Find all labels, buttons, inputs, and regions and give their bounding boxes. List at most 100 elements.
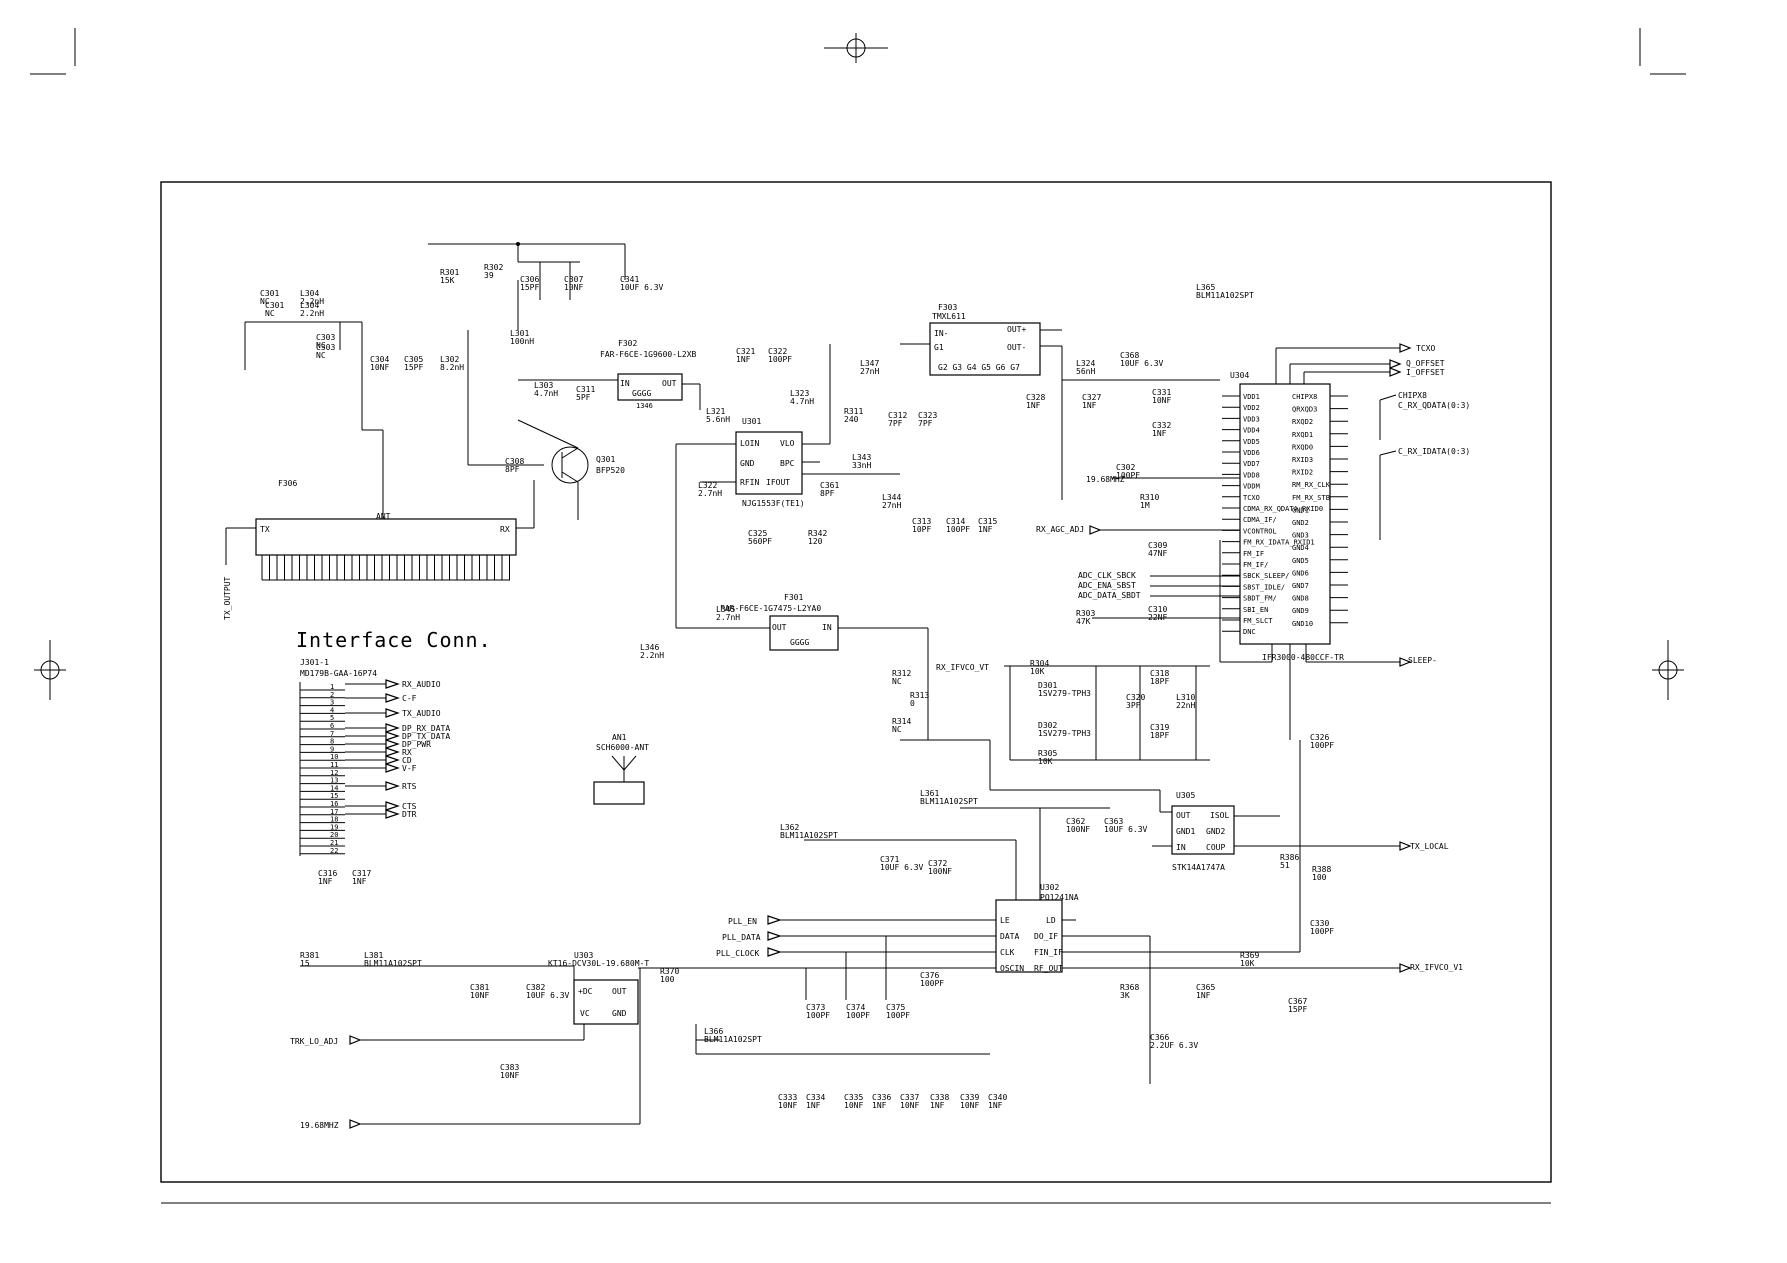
u304-top-nets: TCXO Q_OFFSET I_OFFSET CHIPX8 C_RX_QDATA…	[1275, 343, 1470, 540]
svg-text:2.2nH: 2.2nH	[300, 309, 324, 318]
component-ref: R305	[1038, 749, 1057, 758]
svg-text:BPC: BPC	[780, 459, 795, 468]
component-value: 10UF 6.3V	[526, 991, 570, 1000]
component-ref: L303	[534, 381, 553, 390]
component-ref: C339	[960, 1093, 979, 1102]
component-value: 1NF	[872, 1101, 887, 1110]
component-value: 22NF	[1148, 613, 1167, 622]
j301-pin-number: 19	[330, 823, 338, 831]
u304-left-pin: SBST_IDLE/	[1243, 583, 1285, 591]
j301-pin-number: 18	[330, 816, 338, 824]
j301-pin-number: 14	[330, 784, 338, 792]
j301-pin-number: 11	[330, 761, 338, 769]
component-value: 7PF	[888, 419, 903, 428]
svg-text:U303: U303	[574, 951, 593, 960]
component-value: 100PF	[768, 355, 792, 364]
component-ref: C314	[946, 517, 965, 526]
component-value: 120	[808, 537, 823, 546]
component-ref: L324	[1076, 359, 1095, 368]
component-ref: C309	[1148, 541, 1167, 550]
svg-text:IFR3000-480CCF-TR: IFR3000-480CCF-TR	[1262, 653, 1344, 662]
component-ref: C333	[778, 1093, 797, 1102]
component-value: 100PF	[946, 525, 970, 534]
u304-left-pin: VDD8	[1243, 471, 1260, 479]
component-ref: R310	[1140, 493, 1159, 502]
component-ref: C366	[1150, 1033, 1169, 1042]
component-ref: R368	[1120, 983, 1139, 992]
svg-text:F303: F303	[938, 303, 957, 312]
u304-right-pin: GND2	[1292, 519, 1309, 527]
svg-text:VC: VC	[580, 1009, 590, 1018]
f306-rx: RX	[500, 525, 510, 534]
component-ref: L323	[790, 389, 809, 398]
j301-pin-number: 8	[330, 738, 334, 746]
svg-text:VLO: VLO	[780, 439, 795, 448]
component-value: 10PF	[912, 525, 931, 534]
component-ref: R301	[440, 268, 459, 277]
u304-left-pin: FM_SLCT	[1243, 617, 1273, 625]
svg-text:GND2: GND2	[1206, 827, 1225, 836]
j301-pin-number: 17	[330, 808, 338, 816]
svg-text:GND1: GND1	[1176, 827, 1195, 836]
u304-right-pin: GND1	[1292, 506, 1309, 514]
component-value: 100	[1312, 873, 1327, 882]
svg-text:IN: IN	[822, 623, 832, 632]
component-value: 10K	[1038, 757, 1053, 766]
component-value: NC	[260, 297, 270, 306]
svg-text:LE: LE	[1000, 916, 1010, 925]
j301-signal-arrow	[385, 809, 400, 819]
j301-connector: J301-1 MD179B-GAA-16P74 1234567891011121…	[299, 658, 450, 856]
net-rx-ifvco-vt: RX_IFVCO_VT	[936, 663, 989, 672]
u304-left-pin: VDD4	[1243, 427, 1260, 435]
svg-text:GGGG: GGGG	[790, 638, 809, 647]
net-pll-en: PLL_EN	[728, 917, 757, 926]
u304-left-pin: FM_RX_IDATA_RXID1	[1243, 539, 1315, 547]
component-value: 100PF	[1310, 927, 1334, 936]
j301-pin-number: 10	[330, 753, 338, 761]
svg-text:NC: NC	[316, 351, 326, 360]
svg-text:FIN_IF: FIN_IF	[1034, 948, 1063, 957]
component-ref: R303	[1076, 609, 1095, 618]
component-value: 0	[910, 699, 915, 708]
component-value: 1M	[1140, 501, 1150, 510]
component-ref: L322	[698, 481, 717, 490]
svg-text:U304: U304	[1230, 371, 1249, 380]
component-value: 100PF	[920, 979, 944, 988]
svg-text:OUT+: OUT+	[1007, 325, 1026, 334]
f306-duplexer: F306 TX ANT RX TX_OUTPUT	[223, 430, 535, 620]
component-value: 10K	[1030, 667, 1045, 676]
u304-right-pin: GND9	[1292, 607, 1309, 615]
net-c-rx-idata: C_RX_IDATA(0:3)	[1398, 447, 1470, 456]
svg-text:KT16-DCV30L-19.680M-T: KT16-DCV30L-19.680M-T	[548, 959, 649, 968]
component-ref: C301	[260, 289, 279, 298]
net-c-rx-qdata: C_RX_QDATA(0:3)	[1398, 401, 1470, 410]
j301-pin-number: 9	[330, 745, 334, 753]
